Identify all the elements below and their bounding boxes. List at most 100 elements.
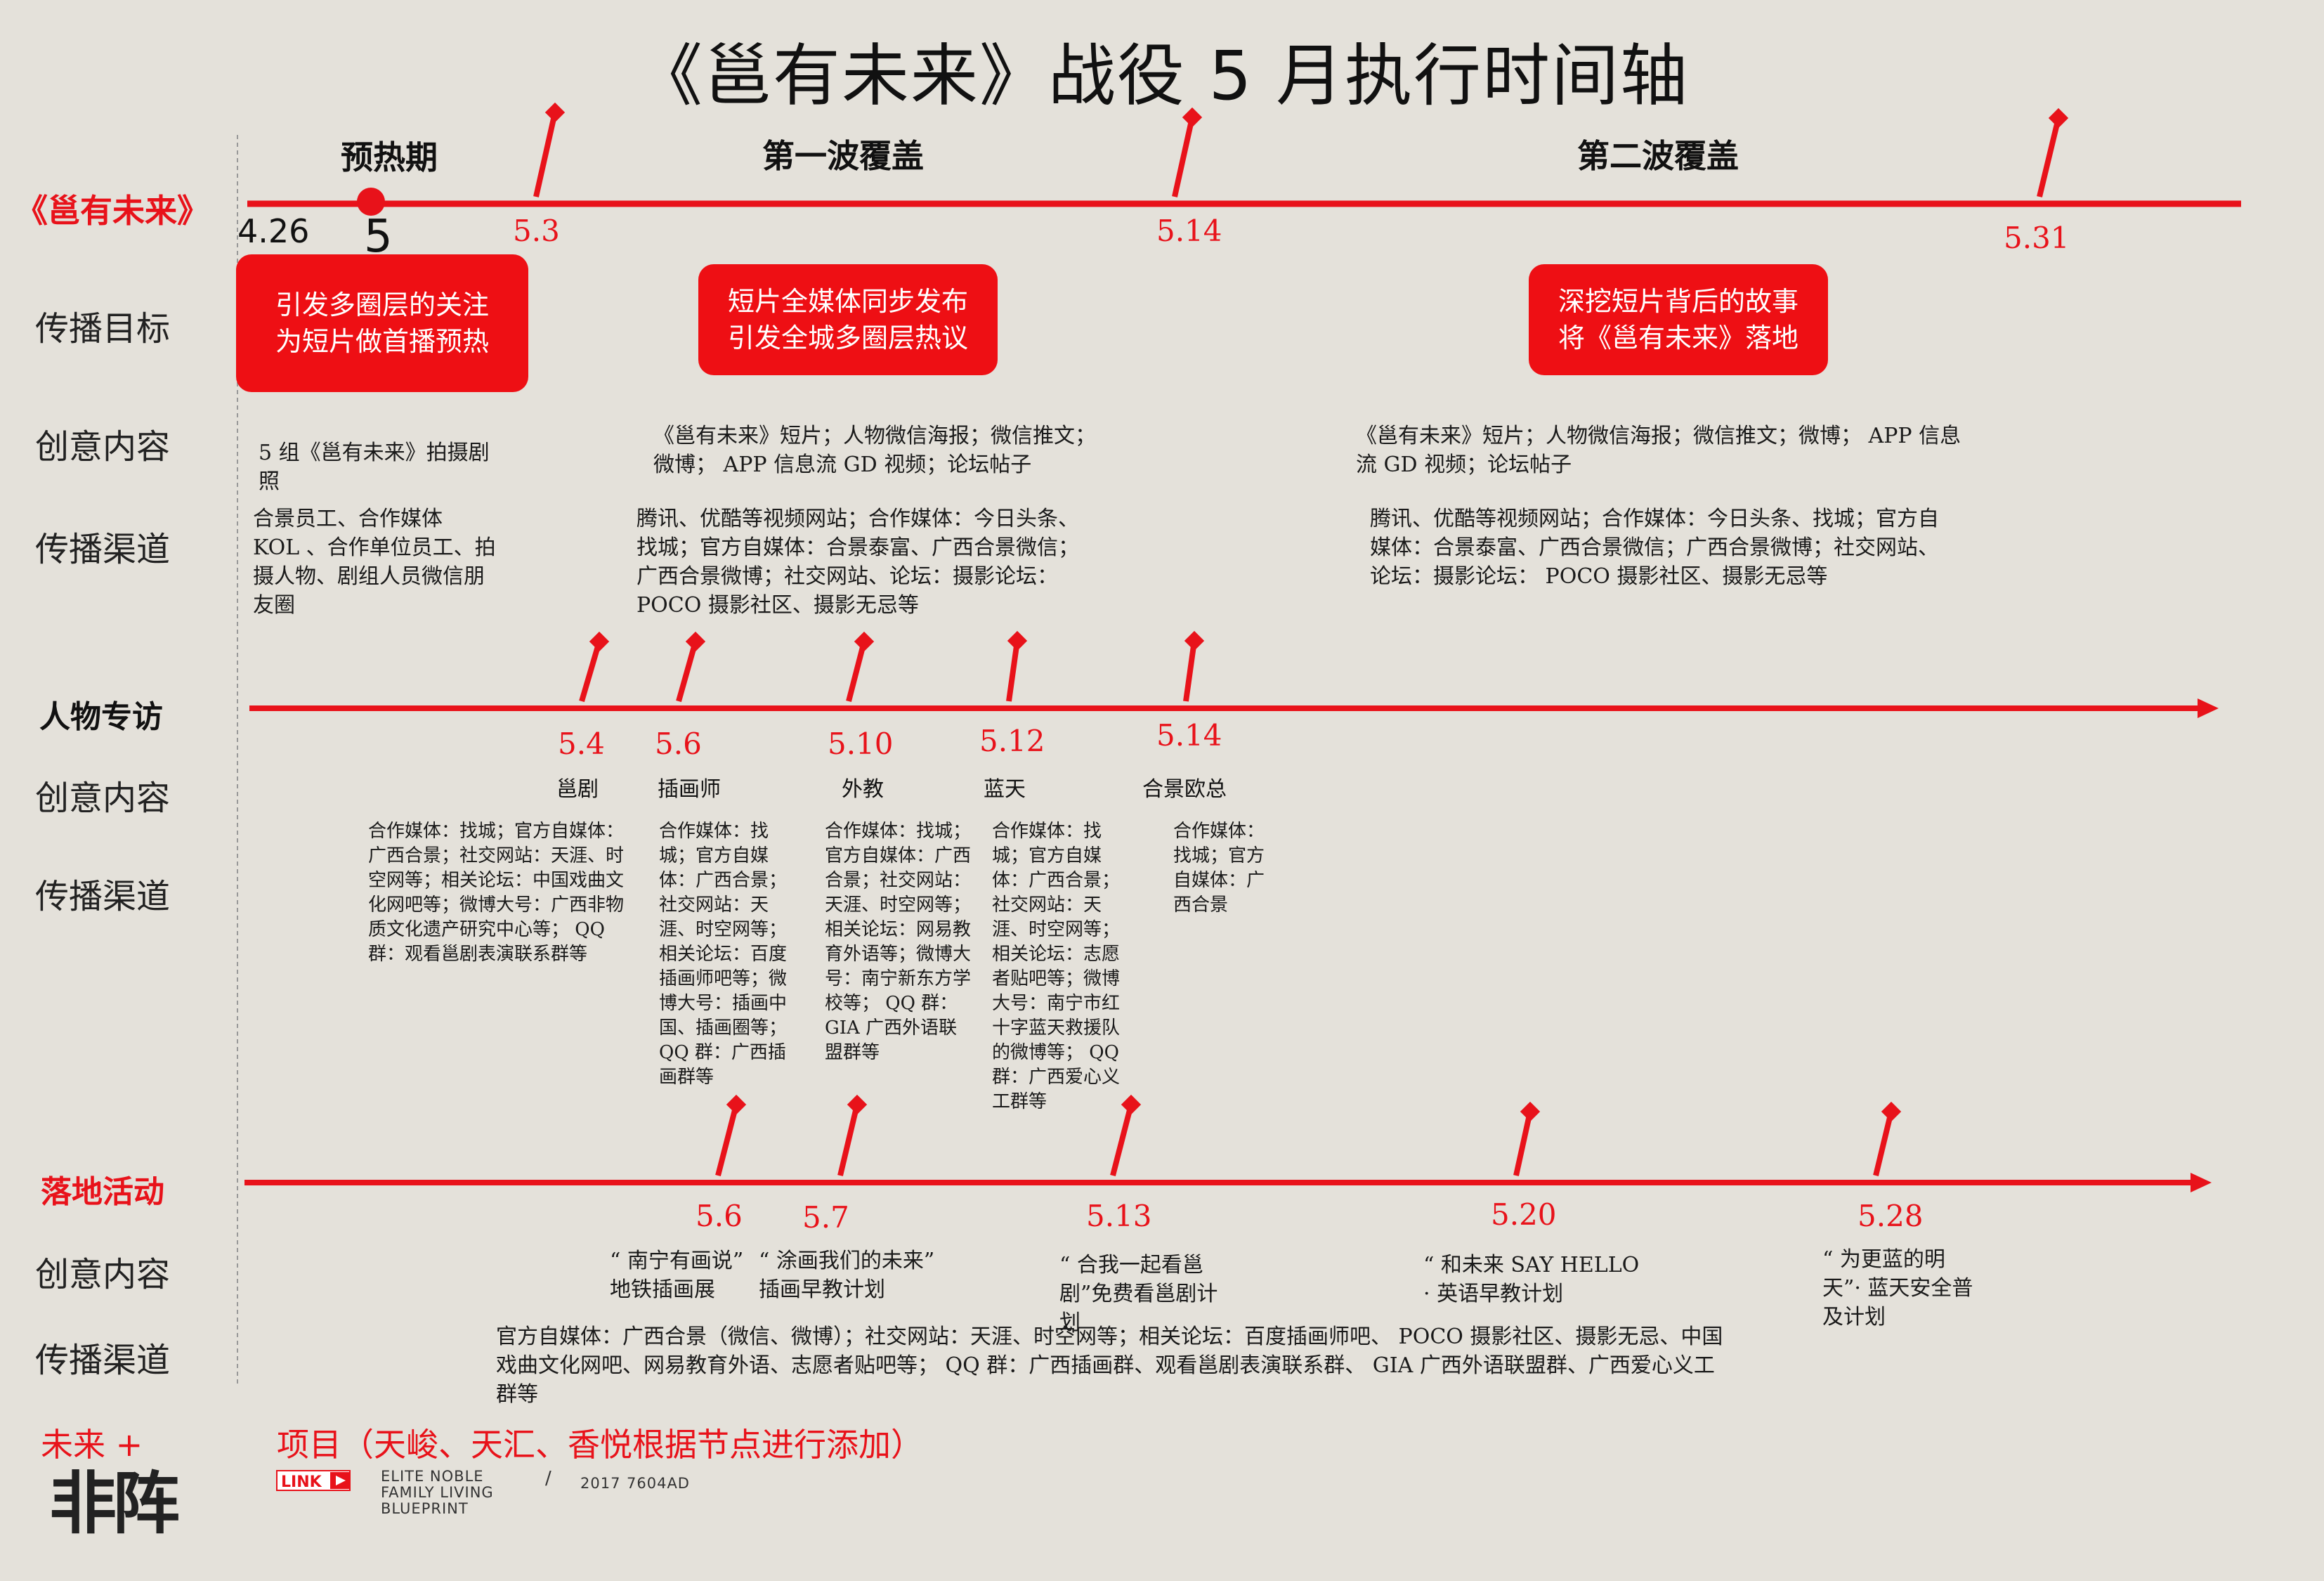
text-line: 校等； QQ 群： <box>825 993 958 1014</box>
phase-wave-1: 第一波覆盖 <box>762 137 924 175</box>
content-1-wave-2: 《邕有未来》短片；人物微信海报；微信推文；微博； APP 信息 流 GD 视频；… <box>1356 422 2058 479</box>
text-line: 相关论坛：志愿 <box>992 944 1121 965</box>
flag-event-5-20 <box>1513 1101 1541 1176</box>
flag-interview-5-12 <box>1006 630 1028 702</box>
text-line: 号：南宁新东方学 <box>825 968 972 989</box>
text-line: · 英语早教计划 <box>1423 1282 1564 1306</box>
text-line: 合作媒体：找 <box>992 821 1102 842</box>
row-label-interview: 人物专访 <box>39 699 163 735</box>
flag-event-5-28 <box>1873 1101 1902 1176</box>
footer-slash: / <box>545 1468 552 1489</box>
event-date-5-28: 5.28 <box>1858 1199 1924 1233</box>
flag-event-5-13 <box>1110 1094 1142 1176</box>
channel-1-wave-1: 腾讯、优酷等视频网站；合作媒体：今日头条、找城；官方自媒体：合景泰富、广西合景微… <box>637 505 1170 620</box>
row-label-content-1: 创意内容 <box>35 427 171 467</box>
interview-date-5-14: 5.14 <box>1156 718 1222 753</box>
text-line: 腾讯、优酷等视频网站；合作媒体：今日头条、 <box>637 507 1079 531</box>
text-line: 合作媒体：找城； <box>825 821 972 842</box>
interview-channel-kwg-president: 合作媒体：找城；官方自媒体：广西合景 <box>1173 819 1293 918</box>
date-5-3: 5.3 <box>513 214 560 248</box>
interview-name-blue-sky: 蓝天 <box>984 777 1026 802</box>
goal-bubble-wave-1: 短片全媒体同步发布 引发全城多圈层热议 <box>698 264 998 375</box>
event-date-5-20: 5.20 <box>1491 1197 1557 1232</box>
event-content-subway-art: “ 南宁有画说”地铁插画展 <box>610 1247 764 1304</box>
interview-arrowhead <box>2198 698 2219 718</box>
interview-name-teacher: 外教 <box>842 777 884 802</box>
text-line: ELITE NOBLE <box>381 1468 484 1485</box>
date-5-14: 5.14 <box>1156 214 1222 248</box>
text-line: 广西合景微博；社交网站、论坛：摄影论坛： <box>637 564 1058 589</box>
text-line: 《邕有未来》短片；人物微信海报；微信推文； <box>653 424 1096 448</box>
text-line: 划 <box>1059 1310 1081 1335</box>
text-line: 腾讯、优酷等视频网站；合作媒体：今日头条、找城；官方自 <box>1370 507 1939 531</box>
flag-5-3 <box>533 102 566 197</box>
footer-code: 7604AD <box>627 1475 690 1492</box>
interview-date-5-6: 5.6 <box>655 727 702 761</box>
text-line: 城；官方自媒 <box>992 845 1102 866</box>
date-5: 5 <box>364 211 393 263</box>
interview-date-5-4: 5.4 <box>558 727 605 761</box>
text-line: 论坛：摄影论坛： POCO 摄影社区、摄影无忌等 <box>1370 564 1828 589</box>
text-line: 插画早教计划 <box>759 1277 885 1302</box>
text-line: 空网等；相关论坛：中国戏曲文 <box>368 870 625 891</box>
interview-channel-yongju: 合作媒体：找城；官方自媒体：广西合景；社交网站：天涯、时空网等；相关论坛：中国戏… <box>368 819 663 967</box>
event-content-say-hello: “ 和未来 SAY HELLO· 英语早教计划 <box>1423 1251 1718 1308</box>
text-line: 流 GD 视频；论坛帖子 <box>1356 453 1572 477</box>
text-line: 找城；官方自媒体：合景泰富、广西合景微信； <box>637 535 1079 560</box>
flag-5-14 <box>1172 107 1203 197</box>
text-line: 相关论坛：网易教 <box>825 919 972 940</box>
flag-interview-5-10 <box>846 631 875 703</box>
goal-line: 为短片做首播预热 <box>275 326 489 357</box>
text-line: 合作媒体：找 <box>659 821 769 842</box>
text-line: 微博； APP 信息流 GD 视频；论坛帖子 <box>653 453 1032 477</box>
text-line: 及计划 <box>1822 1305 1886 1329</box>
text-line: 体：广西合景； <box>659 870 788 891</box>
flag-5-31 <box>2037 108 2069 197</box>
event-content-drawing-future: “ 涂画我们的未来” 插画早教计划 <box>759 1247 984 1304</box>
row-label-content-3: 创意内容 <box>35 1255 171 1294</box>
text-line: 媒体：合景泰富、广西合景微信；广西合景微博；社交网站、 <box>1370 535 1939 560</box>
text-line: 插画师吧等；微 <box>659 968 788 989</box>
text-line: 自媒体：广 <box>1173 870 1265 891</box>
interview-name-kwg-president: 合景欧总 <box>1142 777 1227 802</box>
text-line: “ 合我一起看邕 <box>1059 1253 1203 1277</box>
channel-3-text: 官方自媒体：广西合景（微信、微博）；社交网站：天涯、时空网等；相关论坛：百度插画… <box>496 1322 2294 1409</box>
text-line: 群：观看邕剧表演联系群等 <box>368 944 588 965</box>
text-line: 合作媒体： <box>1173 821 1265 842</box>
text-line: 画群等 <box>659 1067 714 1088</box>
text-line: 合景员工、合作媒体 <box>253 507 443 531</box>
goal-line: 将《邕有未来》落地 <box>1558 323 1799 353</box>
page-title: 《邕有未来》战役 5 月执行时间轴 <box>634 37 1690 115</box>
text-line: 地铁插画展 <box>610 1277 715 1302</box>
interview-channel-illustrator: 合作媒体：找城；官方自媒体：广西合景；社交网站：天涯、时空网等；相关论坛：百度插… <box>659 819 799 1090</box>
flag-event-5-7 <box>837 1094 868 1176</box>
text-line: 照 <box>259 469 280 494</box>
goal-line: 短片全媒体同步发布 <box>727 286 968 317</box>
channel-1-wave-2: 腾讯、优酷等视频网站；合作媒体：今日头条、找城；官方自媒体：合景泰富、广西合景微… <box>1370 505 2072 591</box>
content-1-wave-1: 《邕有未来》短片；人物微信海报；微信推文； 微博； APP 信息流 GD 视频；… <box>653 422 1159 479</box>
goal-line: 引发多圈层的关注 <box>275 289 489 320</box>
interview-date-5-12: 5.12 <box>979 724 1045 758</box>
row-label-channel-3: 传播渠道 <box>35 1341 171 1380</box>
row-label-campaign: 《邕有未来》 <box>15 192 209 230</box>
text-line: 大号：南宁市红 <box>992 993 1121 1014</box>
text-line: 涯、时空网等； <box>992 919 1121 940</box>
text-line: “ 为更蓝的明 <box>1822 1247 1945 1272</box>
text-line: 友圈 <box>253 593 295 618</box>
goal-bubble-wave-2: 深挖短片背后的故事 将《邕有未来》落地 <box>1529 264 1828 375</box>
text-line: 盟群等 <box>825 1042 880 1063</box>
text-line: 涯、时空网等； <box>659 919 788 940</box>
link-badge-text: LINK <box>281 1473 322 1491</box>
interview-date-5-10: 5.10 <box>828 727 894 761</box>
text-line: 5 组《邕有未来》拍摄剧 <box>259 441 490 465</box>
text-line: “ 涂画我们的未来” <box>759 1249 935 1273</box>
event-date-5-13: 5.13 <box>1086 1199 1152 1233</box>
flag-interview-5-14 <box>1183 630 1205 702</box>
text-line: 体：广西合景； <box>992 870 1121 891</box>
text-line: QQ 群：广西插 <box>659 1042 786 1063</box>
text-line: 天”· 蓝天安全普 <box>1822 1276 1973 1301</box>
